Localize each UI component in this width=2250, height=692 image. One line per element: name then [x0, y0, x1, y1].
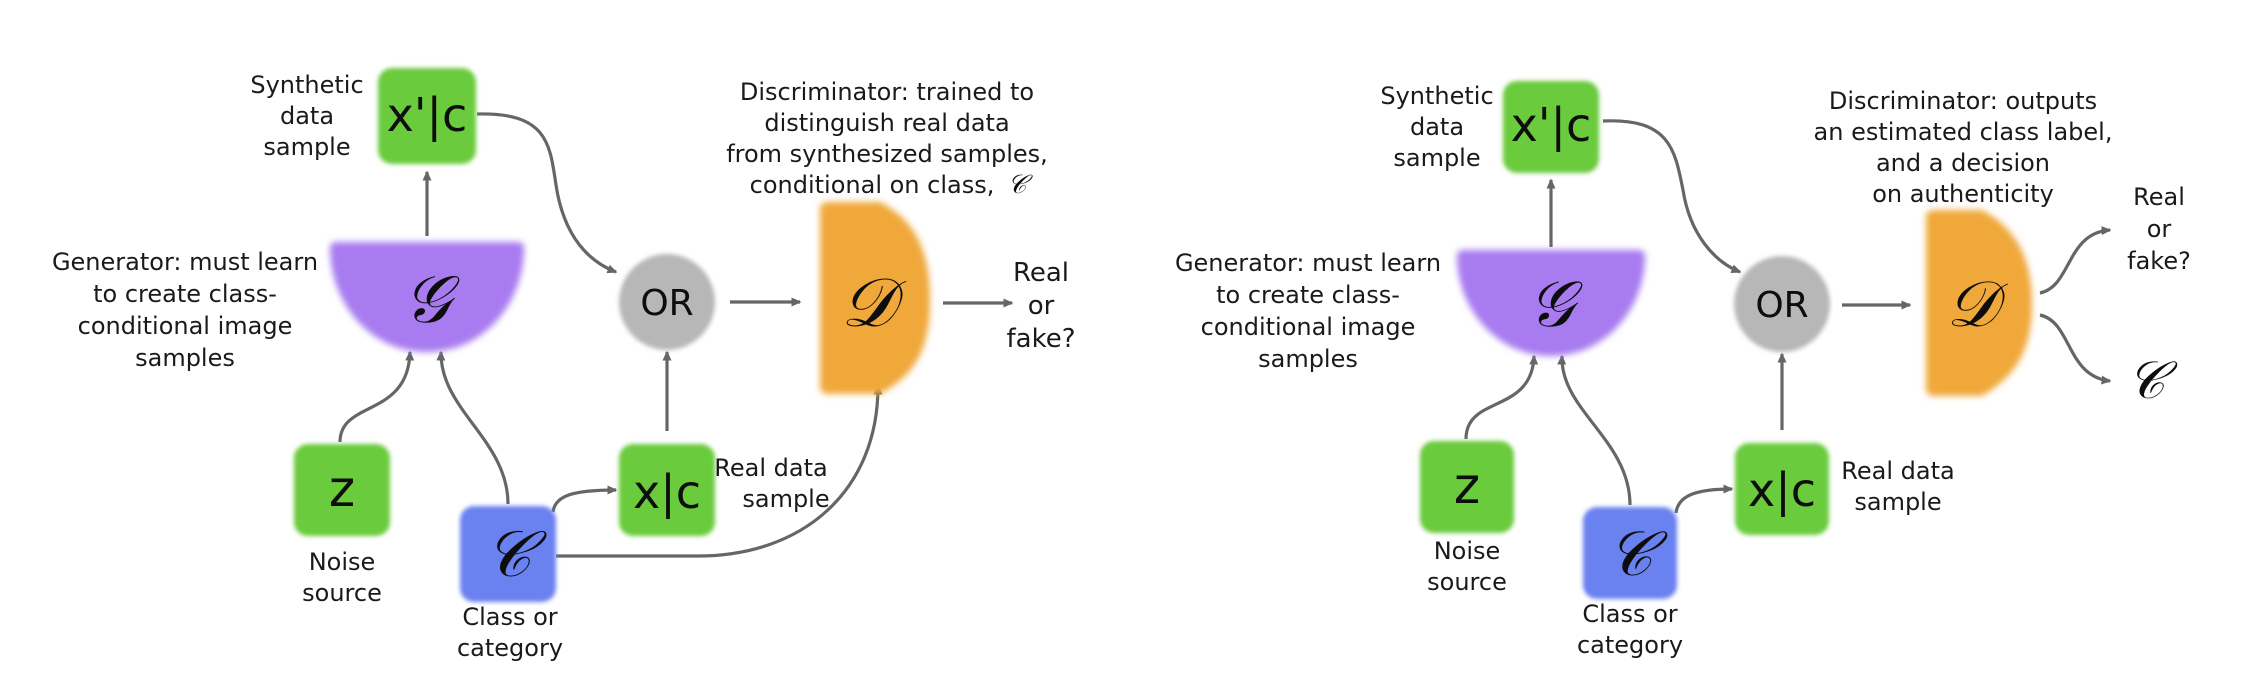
svg-text:Real data: Real data — [714, 454, 827, 482]
svg-text:on authenticity: on authenticity — [1872, 180, 2054, 208]
arrow-class-to-real — [1674, 484, 1734, 514]
real-data-box-text: x|c — [1748, 463, 1816, 518]
output-label: Real or fake? — [2127, 183, 2191, 275]
synthetic-data-box-text: x'|c — [1511, 98, 1592, 153]
real-data-box — [1735, 443, 1829, 535]
discriminator-label: Discriminator: trained to distinguish re… — [726, 78, 1048, 200]
svg-text:Real data: Real data — [1841, 457, 1954, 485]
synthetic-data-box — [1503, 81, 1599, 173]
svg-text:category: category — [1577, 631, 1683, 659]
class-label: Class or category — [1577, 600, 1683, 659]
generator-label: Generator: must learn to create class- c… — [52, 248, 318, 372]
arrow-class-to-real — [551, 485, 618, 513]
class-label: Class or category — [457, 603, 563, 662]
svg-text:sample: sample — [742, 485, 829, 513]
discriminator-shape — [820, 202, 930, 394]
discriminator-shape — [1926, 210, 2032, 396]
svg-text:fake?: fake? — [2127, 247, 2191, 275]
synthetic-data-box-text: x'|c — [387, 88, 468, 143]
svg-text:Class or: Class or — [462, 603, 557, 631]
svg-text:source: source — [302, 579, 382, 607]
or-node — [1734, 256, 1830, 352]
real-data-label: Real data sample — [1841, 457, 1954, 516]
svg-text:category: category — [457, 634, 563, 662]
svg-text:Generator: must learn: Generator: must learn — [1175, 249, 1441, 277]
svg-text:Discriminator: outputs: Discriminator: outputs — [1829, 87, 2097, 115]
svg-text:sample: sample — [1854, 488, 1941, 516]
arrow-class-to-generator — [436, 350, 510, 505]
svg-text:Synthetic: Synthetic — [1380, 82, 1493, 110]
svg-text:Noise: Noise — [1434, 537, 1501, 565]
real-data-box-text: x|c — [633, 465, 701, 520]
svg-text:data: data — [1410, 113, 1464, 141]
synthetic-data-label: Synthetic data sample — [250, 71, 363, 161]
noise-box-text: z — [329, 460, 355, 518]
svg-text:fake?: fake? — [1006, 324, 1075, 354]
svg-text:or: or — [2147, 215, 2172, 243]
discriminator-label: Discriminator: outputs an estimated clas… — [1814, 87, 2113, 208]
noise-box — [1420, 441, 1514, 533]
discriminator-label-class-symbol: 𝒞 — [1008, 170, 1034, 200]
svg-text:Real: Real — [2133, 183, 2185, 211]
svg-text:Class or: Class or — [1582, 600, 1677, 628]
synthetic-data-box — [378, 68, 476, 164]
svg-text:Noise: Noise — [309, 548, 376, 576]
svg-text:data: data — [280, 102, 334, 130]
generator-label: Generator: must learn to create class- c… — [1175, 249, 1441, 373]
noise-label: Noise source — [1427, 537, 1507, 596]
or-node — [619, 254, 715, 350]
svg-text:conditional image: conditional image — [78, 312, 293, 340]
svg-text:from synthesized samples,: from synthesized samples, — [726, 140, 1048, 168]
arrow-noise-to-generator — [1464, 354, 1539, 440]
svg-text:source: source — [1427, 568, 1507, 596]
generator-shape — [1457, 250, 1645, 356]
svg-text:an estimated class label,: an estimated class label, — [1814, 118, 2113, 146]
real-data-box — [619, 444, 715, 536]
svg-text:to create class-: to create class- — [1216, 281, 1400, 309]
or-node-text: OR — [1755, 285, 1808, 326]
svg-text:conditional on class,: conditional on class, — [750, 171, 995, 199]
arrow-noise-to-generator — [338, 350, 415, 443]
svg-text:sample: sample — [1393, 144, 1480, 172]
svg-text:sample: sample — [263, 133, 350, 161]
class-box — [460, 506, 556, 602]
svg-text:Synthetic: Synthetic — [250, 71, 363, 99]
svg-text:or: or — [1028, 291, 1055, 321]
synthetic-data-label: Synthetic data sample — [1380, 82, 1493, 172]
svg-text:Generator: must learn: Generator: must learn — [52, 248, 318, 276]
left-diagram: x'|c 𝒢 z 𝒞 x|c OR 𝒟 Synthetic data sampl… — [52, 68, 1076, 662]
arrow-synthetic-to-or — [1602, 119, 1742, 274]
svg-text:to create class-: to create class- — [93, 280, 277, 308]
svg-text:samples: samples — [1258, 345, 1358, 373]
arrow-synthetic-to-or — [476, 112, 618, 274]
right-diagram: x'|c 𝒢 z 𝒞 x|c OR 𝒟 Synthetic data sampl… — [1175, 81, 2191, 659]
noise-label: Noise source — [302, 548, 382, 607]
class-output-symbol: 𝒞 — [2127, 351, 2178, 411]
svg-text:samples: samples — [135, 344, 235, 372]
arrow-class-to-discriminator — [556, 384, 883, 558]
class-box — [1583, 507, 1677, 599]
arrow-class-to-generator — [1557, 354, 1632, 506]
noise-box — [294, 444, 390, 536]
generator-shape — [330, 242, 524, 352]
svg-text:Real: Real — [1013, 258, 1069, 288]
svg-text:and a decision: and a decision — [1876, 149, 2050, 177]
arrow-discriminator-to-real-or-fake — [2039, 226, 2112, 295]
noise-box-text: z — [1454, 457, 1480, 515]
svg-text:Discriminator: trained to: Discriminator: trained to — [740, 78, 1034, 106]
svg-text:distinguish real data: distinguish real data — [764, 109, 1009, 137]
real-data-label: Real data sample — [714, 454, 829, 513]
arrow-discriminator-to-class — [2039, 313, 2112, 385]
output-label: Real or fake? — [1006, 258, 1075, 354]
svg-text:conditional image: conditional image — [1201, 313, 1416, 341]
or-node-text: OR — [640, 283, 693, 324]
